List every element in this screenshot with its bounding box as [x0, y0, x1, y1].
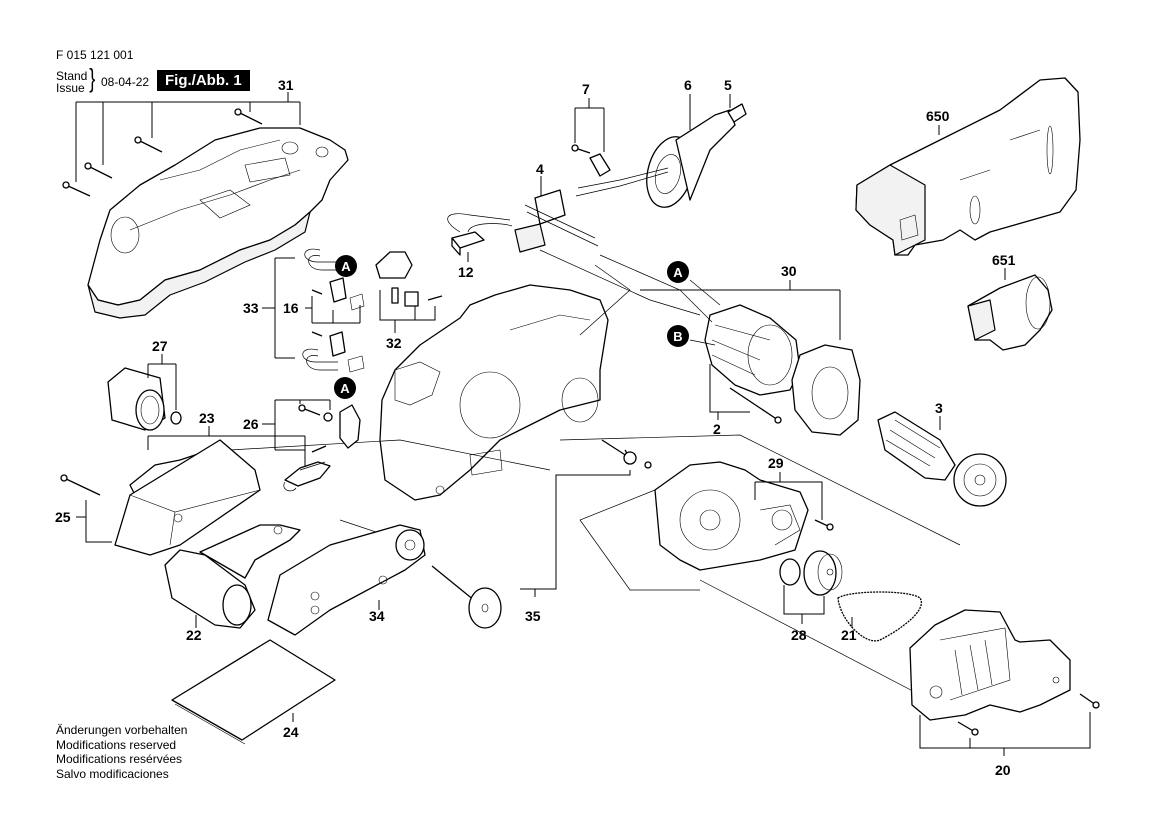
part-5-power-cord[interactable] — [727, 103, 747, 123]
notice-es: Salvo modificaciones — [56, 766, 169, 781]
marker-a-top-text: A — [341, 259, 351, 274]
notice-de: Änderungen vorbehalten — [56, 723, 188, 737]
part-31-housing-half[interactable] — [87, 127, 349, 319]
issue-label: Issue — [56, 81, 85, 95]
part-30-field[interactable] — [704, 304, 801, 396]
label-27[interactable]: 27 — [152, 338, 168, 354]
part-26-leader — [262, 399, 331, 451]
part-32-leader — [379, 290, 436, 333]
assembly-guide-lines — [229, 249, 961, 701]
label-29[interactable]: 29 — [768, 455, 784, 471]
part-27-leader — [147, 354, 177, 410]
label-34[interactable]: 34 — [369, 608, 385, 624]
part-35-adjust-knob[interactable] — [431, 439, 652, 629]
part-25-leader — [76, 500, 112, 543]
part-33-carbon-brush-bottom[interactable] — [302, 348, 338, 371]
part-2-leader — [709, 364, 750, 420]
part-6-cable-sleeve[interactable] — [639, 109, 736, 212]
label-26[interactable]: 26 — [243, 416, 259, 432]
document-number: F 015 121 001 — [56, 48, 134, 62]
part-7-cable-clamp[interactable] — [571, 144, 611, 177]
label-28[interactable]: 28 — [791, 627, 807, 643]
part-34-belt-frame[interactable] — [267, 524, 426, 636]
marker-b-right: B — [667, 325, 689, 347]
part-31-leader — [75, 92, 301, 182]
part-16-leader — [305, 296, 361, 324]
marker-a-bottom-text: A — [340, 381, 350, 396]
label-5[interactable]: 5 — [724, 77, 732, 93]
part-3-armature[interactable] — [877, 411, 1007, 507]
part-33-leader — [262, 257, 295, 359]
label-32[interactable]: 32 — [386, 335, 402, 351]
label-651[interactable]: 651 — [992, 252, 1016, 268]
brace-glyph: } — [89, 63, 96, 93]
part-26-lever-set[interactable] — [298, 404, 361, 453]
label-22[interactable]: 22 — [186, 627, 202, 643]
part-651-adapter[interactable] — [967, 274, 1053, 351]
marker-a-top: A — [335, 255, 357, 277]
motor-housing[interactable] — [379, 284, 609, 501]
part-650-dust-bag[interactable] — [855, 77, 1081, 256]
part-23-leader — [147, 426, 306, 466]
label-25[interactable]: 25 — [55, 509, 71, 525]
part-25-screw[interactable] — [60, 474, 101, 496]
cord-wires — [575, 167, 669, 197]
part-35-leader — [520, 470, 631, 597]
part-16-brush-holder-bottom[interactable] — [311, 331, 365, 373]
label-35[interactable]: 35 — [525, 608, 541, 624]
part-30-leader — [640, 280, 841, 340]
label-2[interactable]: 2 — [713, 421, 721, 437]
label-7[interactable]: 7 — [582, 81, 590, 97]
part-29-screw — [814, 519, 834, 531]
label-3[interactable]: 3 — [935, 400, 943, 416]
label-20[interactable]: 20 — [995, 762, 1011, 778]
part-12-capacitor[interactable] — [447, 213, 513, 256]
stand-label: Stand — [56, 69, 88, 83]
part-20-screws — [957, 693, 1100, 736]
part-4-switch[interactable] — [514, 189, 599, 253]
label-21[interactable]: 21 — [841, 627, 857, 643]
label-23[interactable]: 23 — [199, 410, 215, 426]
part-28-leader — [783, 585, 825, 624]
label-6[interactable]: 6 — [684, 77, 692, 93]
notice-en: Modifications reserved — [56, 737, 177, 752]
part-20-belt-cover[interactable] — [909, 609, 1071, 721]
part-2-screw[interactable] — [729, 387, 782, 424]
label-33[interactable]: 33 — [243, 300, 259, 316]
part-7-leader — [574, 98, 605, 152]
label-16[interactable]: 16 — [283, 300, 299, 316]
stand-issue-label: Stand Issue — [56, 70, 87, 94]
label-4[interactable]: 4 — [536, 161, 544, 177]
belt-housing-block — [114, 439, 261, 556]
part-16-brush-holder-top[interactable] — [311, 277, 365, 311]
label-30[interactable]: 30 — [781, 263, 797, 279]
part-22-idler-roller[interactable] — [164, 524, 301, 629]
part-33-carbon-brush-top[interactable] — [304, 248, 340, 271]
marker-a-right: A — [667, 261, 689, 283]
part-30-fan-guide[interactable] — [791, 344, 861, 436]
part-29-leader — [754, 472, 823, 520]
part-21-toothed-belt[interactable] — [837, 591, 923, 642]
marker-a-right-text: A — [673, 265, 683, 280]
label-31[interactable]: 31 — [278, 77, 294, 93]
part-24-platen[interactable] — [171, 639, 336, 745]
label-12[interactable]: 12 — [458, 264, 474, 280]
part-31-screws — [62, 108, 263, 197]
marker-a-bottom: A — [334, 377, 356, 399]
issue-date: 08-04-22 — [101, 75, 150, 89]
part-28-pulley-set[interactable] — [779, 550, 843, 596]
marker-b-right-text: B — [673, 329, 682, 344]
figure-label: Fig./Abb. 1 — [157, 70, 250, 91]
part-20-leader — [919, 712, 1091, 756]
part-32-lock-button[interactable] — [375, 251, 443, 307]
label-650[interactable]: 650 — [926, 108, 950, 124]
label-24[interactable]: 24 — [283, 724, 299, 740]
part-29-gear-housing[interactable] — [654, 461, 809, 571]
notice-fr: Modifications resérvées — [56, 752, 183, 766]
modifications-notice: Änderungen vorbehalten Modifications res… — [56, 723, 187, 781]
part-27-drive-roller[interactable] — [107, 367, 182, 431]
